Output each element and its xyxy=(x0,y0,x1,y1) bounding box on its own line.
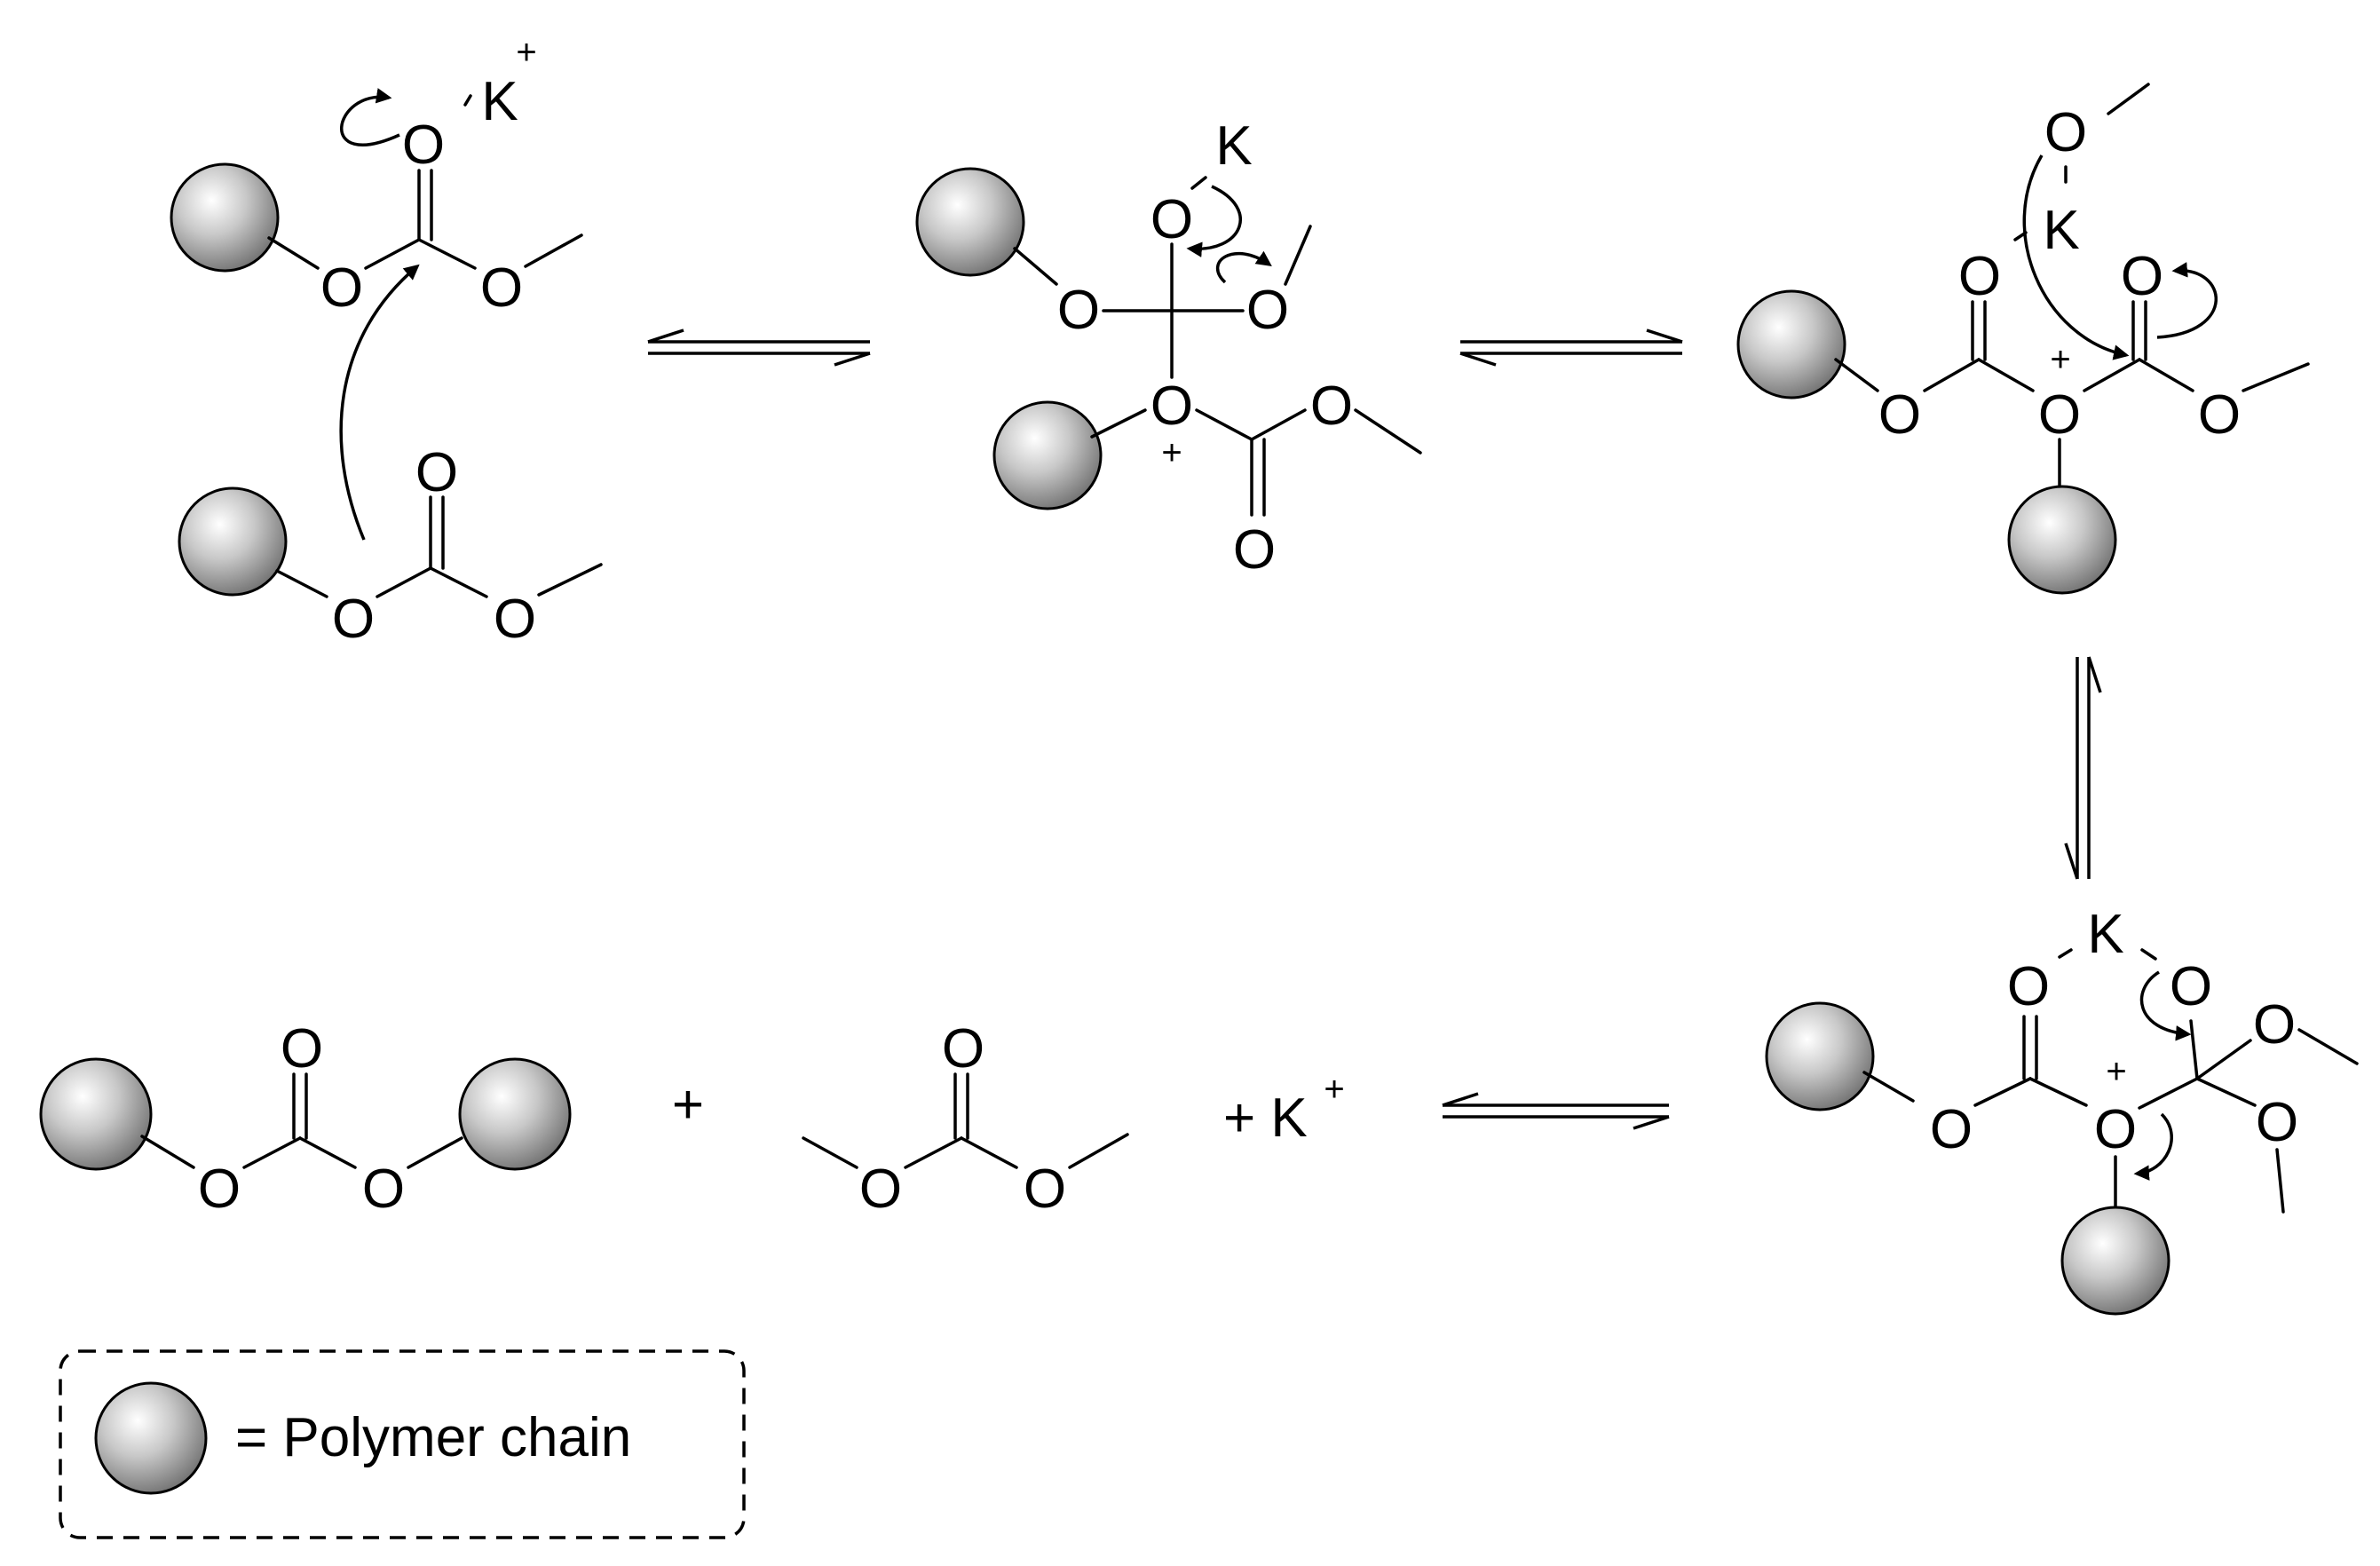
atom-o: O xyxy=(2170,956,2212,1017)
atom-o: O xyxy=(2198,384,2241,446)
potassium-cation: + K xyxy=(1223,1088,1308,1149)
atom-o: O xyxy=(198,1159,241,1220)
atom-o: O xyxy=(320,257,363,319)
charge-plus: + xyxy=(2050,340,2070,379)
molecule-carbonate-anion: O O O K + xyxy=(170,33,583,319)
atom-o: O xyxy=(2007,956,2050,1017)
polymer-sphere xyxy=(178,486,288,597)
atom-o: O xyxy=(2121,246,2163,307)
equilibrium-arrow xyxy=(1459,328,1683,367)
legend-label: = Polymer chain xyxy=(235,1407,631,1468)
atom-o: O xyxy=(2253,994,2296,1056)
curly-arrow xyxy=(340,88,400,146)
charge-plus: + xyxy=(1161,433,1182,472)
charge-plus: + xyxy=(1324,1070,1344,1109)
charge-plus: + xyxy=(516,33,536,72)
charge-plus: + xyxy=(2106,1052,2126,1091)
atom-o: O xyxy=(281,1018,323,1080)
atom-o: O xyxy=(494,589,536,650)
curly-arrow xyxy=(339,264,420,541)
curly-arrow xyxy=(2156,262,2218,339)
atom-o: O xyxy=(402,115,445,176)
atom-o: O xyxy=(1233,519,1276,581)
equilibrium-arrow-vertical xyxy=(2064,656,2102,880)
polymer-sphere xyxy=(1736,289,1846,399)
atom-o: O xyxy=(1878,384,1921,446)
polymer-sphere xyxy=(2060,1206,2170,1316)
polymer-sphere xyxy=(458,1057,572,1171)
atom-k: K xyxy=(481,71,518,132)
intermediate-tetrahedral-1: O O O K O + O O xyxy=(915,115,1422,581)
polymer-sphere xyxy=(94,1381,208,1495)
atom-k: K xyxy=(2087,904,2123,965)
equilibrium-arrow xyxy=(647,328,871,367)
atom-o: O xyxy=(1150,376,1193,437)
atom-o: O xyxy=(1246,280,1289,341)
legend-box xyxy=(59,1349,746,1539)
atom-o: O xyxy=(1057,280,1100,341)
atom-o: O xyxy=(362,1159,405,1220)
curly-arrow xyxy=(1186,185,1242,257)
atom-o: O xyxy=(415,442,458,503)
polymer-sphere xyxy=(915,167,1025,277)
atom-o: O xyxy=(1024,1159,1066,1220)
atom-o: O xyxy=(942,1018,984,1080)
atom-o: O xyxy=(1930,1099,1973,1160)
atom-k: K xyxy=(2043,200,2079,261)
atom-o: O xyxy=(2044,102,2087,163)
polymer-sphere xyxy=(39,1057,153,1171)
curly-arrow xyxy=(1215,250,1272,284)
polymer-sphere xyxy=(2007,485,2117,595)
curly-arrow xyxy=(2133,1112,2173,1181)
legend: = Polymer chain xyxy=(59,1349,746,1539)
plus-sign: + xyxy=(672,1074,704,1135)
product-dimethyl-carbonate: O O O xyxy=(802,1018,1129,1220)
atom-o: O xyxy=(2256,1092,2298,1153)
atom-k: K xyxy=(1215,115,1252,177)
product-polycarbonate: O O O xyxy=(39,1018,572,1220)
polymer-sphere xyxy=(992,400,1103,510)
curly-arrow xyxy=(2022,154,2130,360)
equilibrium-arrow xyxy=(1442,1092,1670,1130)
polymer-sphere xyxy=(1765,1001,1875,1111)
atom-o: O xyxy=(332,589,375,650)
atom-o: O xyxy=(1310,376,1353,437)
atom-o: O xyxy=(2038,384,2081,446)
atom-o: O xyxy=(1958,246,2001,307)
intermediate-oxonium-2: O K O O O + O O xyxy=(1736,83,2310,595)
atom-o: O xyxy=(480,257,523,319)
molecule-carbonate-2: O O O xyxy=(178,442,603,650)
polymer-sphere xyxy=(170,162,280,273)
curly-arrow xyxy=(2139,970,2192,1041)
intermediate-tetrahedral-3: K O O O O + O O xyxy=(1765,904,2359,1316)
atom-o: O xyxy=(859,1159,902,1220)
atom-o: O xyxy=(2094,1099,2137,1160)
atom-o: O xyxy=(1150,189,1193,250)
